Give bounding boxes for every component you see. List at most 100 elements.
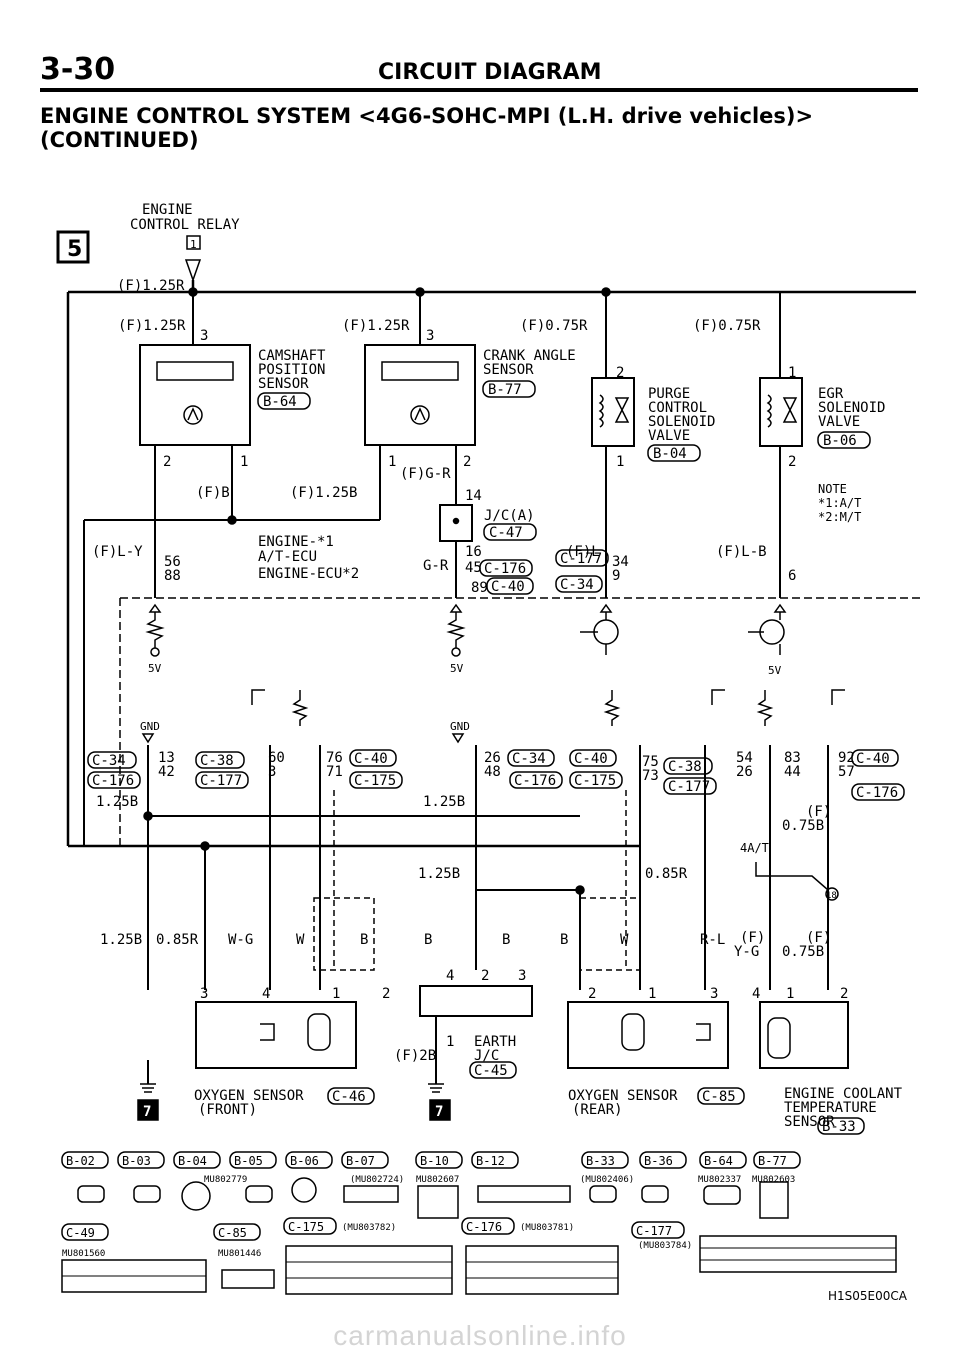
svg-text:(F)0.75R: (F)0.75R	[693, 318, 761, 334]
svg-text:B-02: B-02	[66, 1154, 95, 1168]
purge-solenoid-box	[591, 377, 635, 447]
svg-text:B-04: B-04	[653, 446, 687, 462]
svg-text:1: 1	[788, 365, 796, 381]
crank-sensor-box	[364, 344, 476, 446]
svg-text:B: B	[502, 932, 510, 948]
svg-text:W: W	[620, 932, 629, 948]
svg-text:2: 2	[788, 454, 796, 470]
svg-text:C-175: C-175	[288, 1220, 324, 1234]
svg-text:4: 4	[262, 986, 270, 1002]
svg-text:B-04: B-04	[178, 1154, 207, 1168]
note: NOTE	[818, 482, 847, 496]
svg-text:B: B	[360, 932, 368, 948]
connector-legend-row1: B-02 B-03 B-04 B-05 B-06 B-07 B-10 B-12 …	[61, 1151, 801, 1219]
connector-legend-row2: C-49 MU801560 C-85 MU801446 C-175 (MU803…	[61, 1217, 897, 1295]
svg-text:2: 2	[163, 454, 171, 470]
svg-text:J/C: J/C	[474, 1048, 499, 1064]
svg-text:73: 73	[642, 768, 659, 784]
svg-text:2: 2	[588, 986, 596, 1002]
svg-text:MU802603: MU802603	[752, 1175, 795, 1185]
svg-text:OXYGEN SENSOR: OXYGEN SENSOR	[194, 1088, 304, 1104]
svg-text:C-177: C-177	[560, 551, 602, 567]
svg-text:CRANK ANGLE: CRANK ANGLE	[483, 348, 576, 364]
section-marker-box	[56, 230, 90, 264]
svg-text:TEMPERATURE: TEMPERATURE	[784, 1100, 877, 1116]
o2-front-box	[195, 1001, 357, 1069]
svg-text:C-176: C-176	[514, 773, 556, 789]
svg-text:B-03: B-03	[122, 1154, 151, 1168]
svg-text:88: 88	[164, 568, 181, 584]
svg-text:W-G: W-G	[228, 932, 253, 948]
svg-text:(MU803784): (MU803784)	[638, 1241, 692, 1251]
header-rule	[40, 88, 918, 92]
svg-text:18: 18	[826, 891, 837, 901]
ecu-transistor-egr	[748, 603, 787, 655]
svg-text:83: 83	[784, 750, 801, 766]
svg-text:C-177: C-177	[200, 773, 242, 789]
svg-text:B: B	[560, 932, 568, 948]
camshaft-sensor-box	[139, 344, 251, 446]
svg-text:1: 1	[332, 986, 340, 1002]
svg-text:SOLENOID: SOLENOID	[818, 400, 885, 416]
svg-text:C-177: C-177	[668, 779, 710, 795]
svg-text:C-38: C-38	[668, 759, 702, 775]
svg-text:(MU802406): (MU802406)	[580, 1175, 634, 1185]
svg-text:*1:A/T: *1:A/T	[818, 496, 861, 510]
svg-text:GND: GND	[140, 720, 160, 733]
svg-text:VALVE: VALVE	[818, 414, 860, 430]
o2-rear-box	[567, 1001, 729, 1069]
ecu-transistor-purge	[580, 603, 619, 655]
svg-text:B-06: B-06	[823, 433, 857, 449]
svg-text:(F): (F)	[806, 930, 831, 946]
figure-code: H1S05E00CA	[828, 1289, 908, 1303]
svg-text:1: 1	[446, 1034, 454, 1050]
svg-text:13: 13	[158, 750, 175, 766]
watermark: carmanualsonline.info	[333, 1320, 627, 1351]
svg-text:(F)1.25R: (F)1.25R	[342, 318, 410, 334]
svg-text:POSITION: POSITION	[258, 362, 325, 378]
svg-text:75: 75	[642, 754, 659, 770]
svg-text:92: 92	[838, 750, 855, 766]
svg-text:34: 34	[612, 554, 629, 570]
svg-text:C-34: C-34	[512, 751, 546, 767]
svg-text:1.25B: 1.25B	[418, 866, 460, 882]
svg-text:89: 89	[471, 580, 488, 596]
svg-text:(F)1.25R: (F)1.25R	[118, 318, 186, 334]
svg-text:C-85: C-85	[702, 1089, 736, 1105]
svg-text:MU801560: MU801560	[62, 1249, 105, 1259]
svg-text:C-85: C-85	[218, 1226, 247, 1240]
svg-text:SOLENOID: SOLENOID	[648, 414, 715, 430]
svg-text:3: 3	[710, 986, 718, 1002]
svg-text:R-L: R-L	[700, 932, 725, 948]
svg-text:C-47: C-47	[489, 525, 523, 541]
svg-text:(MU803781): (MU803781)	[520, 1223, 574, 1233]
svg-text:48: 48	[484, 764, 501, 780]
svg-text:C-34: C-34	[560, 577, 594, 593]
svg-text:1: 1	[616, 454, 624, 470]
relay-pin-box	[186, 235, 201, 250]
svg-text:1.25B: 1.25B	[96, 794, 138, 810]
svg-text:B-12: B-12	[476, 1154, 505, 1168]
svg-text:26: 26	[484, 750, 501, 766]
svg-text:(F)G-R: (F)G-R	[400, 466, 451, 482]
svg-text:1: 1	[786, 986, 794, 1002]
svg-text:3: 3	[268, 764, 276, 780]
svg-text:B-64: B-64	[704, 1154, 733, 1168]
svg-text:B-05: B-05	[234, 1154, 263, 1168]
svg-text:(F)B: (F)B	[196, 485, 230, 501]
svg-text:A/T-ECU: A/T-ECU	[258, 549, 317, 565]
svg-text:1.25B: 1.25B	[423, 794, 465, 810]
svg-text:5V: 5V	[450, 662, 464, 675]
coolant-sensor-box	[759, 1001, 849, 1069]
svg-text:(F)2B: (F)2B	[394, 1048, 436, 1064]
svg-text:MU802607: MU802607	[416, 1175, 459, 1185]
page-ref-7b	[429, 1099, 451, 1121]
svg-text:60: 60	[268, 750, 285, 766]
svg-text:1: 1	[240, 454, 248, 470]
page-number: 3-30	[40, 52, 116, 87]
relay-label-2: CONTROL RELAY	[130, 217, 240, 233]
svg-text:SENSOR: SENSOR	[483, 362, 534, 378]
svg-text:3: 3	[518, 968, 526, 984]
svg-text:42: 42	[158, 764, 175, 780]
svg-text:EARTH: EARTH	[474, 1034, 516, 1050]
